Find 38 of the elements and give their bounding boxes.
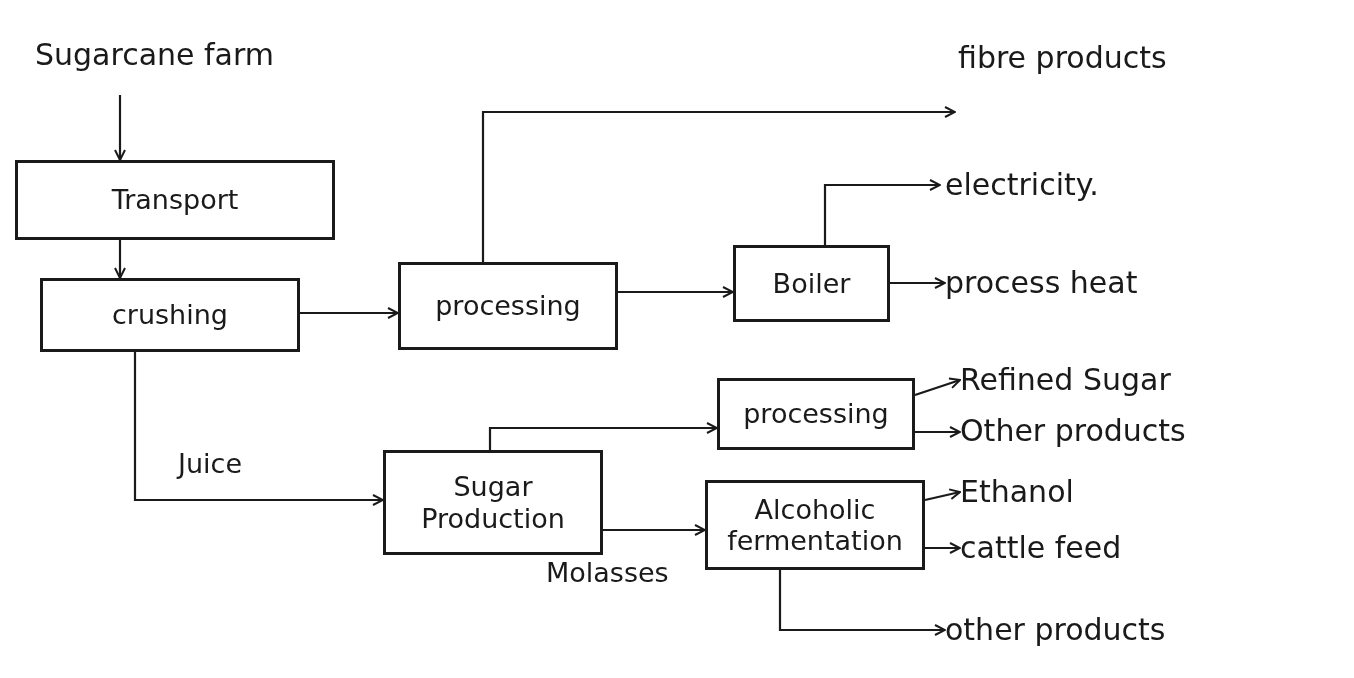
output-label: other products [945, 605, 1205, 655]
arrow [618, 286, 734, 298]
arrow [778, 570, 946, 636]
process-label: Sugar Production [420, 471, 566, 534]
process-box [717, 378, 915, 450]
process-label: Alcoholic fermentation [726, 493, 904, 557]
arrow [890, 277, 946, 289]
output-label: fibre products [958, 28, 1208, 88]
process-box [398, 262, 618, 350]
arrow [114, 240, 126, 279]
arrow [925, 542, 961, 554]
arrow [924, 488, 961, 502]
process-label: crushing [112, 299, 228, 331]
arrow [915, 426, 961, 438]
arrow [133, 352, 384, 506]
arrow [603, 524, 706, 536]
process-box [705, 480, 925, 570]
arrow [114, 95, 126, 161]
process-box [733, 245, 890, 322]
process-label: Boiler [772, 267, 851, 299]
output-label: electricity. [945, 160, 1165, 210]
process-label: processing [743, 398, 889, 430]
arrow [488, 422, 718, 450]
output-label: Refined Sugar [960, 358, 1230, 402]
output-label: process heat [945, 258, 1225, 308]
process-box [383, 450, 603, 555]
output-label: Sugarcane farm [35, 15, 285, 95]
process-label: processing [435, 290, 581, 322]
process-box [15, 160, 335, 240]
output-label: Other products [960, 408, 1230, 454]
process-box [40, 278, 300, 352]
arrow [914, 377, 961, 397]
arrow [823, 179, 941, 245]
process-label: Transport [111, 184, 239, 216]
output-label: cattle feed [960, 525, 1190, 571]
arrow [481, 106, 956, 262]
output-label: Ethanol [960, 470, 1160, 514]
arrow [300, 307, 399, 319]
